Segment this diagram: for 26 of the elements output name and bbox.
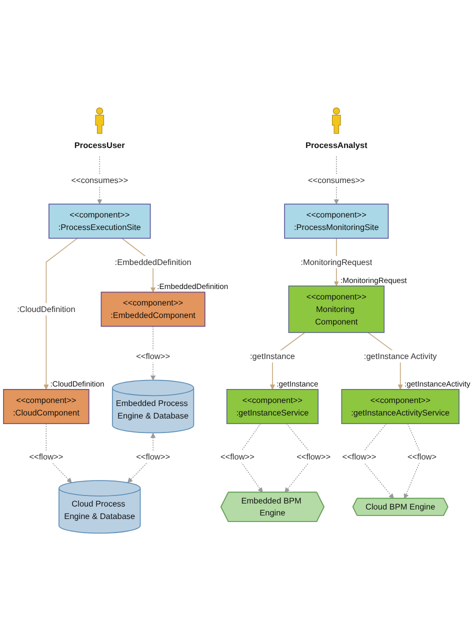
edge-label: <<consumes>>	[308, 175, 365, 185]
edge-label: <<consumes>>	[71, 175, 128, 185]
edge-label: <<flow>	[407, 452, 437, 462]
node-box: <<component>> :CloudComponent	[3, 389, 90, 424]
edge-label: <<flow>>	[29, 452, 64, 462]
node-box: <<component>> :getInstanceService	[226, 389, 319, 424]
arrow	[404, 423, 422, 499]
edge-label: :getInstance Activity	[364, 351, 437, 361]
node-box: <<component>> :EmbeddedComponent	[100, 292, 206, 327]
edge-label: <<flow>>	[342, 452, 376, 462]
edge-label: :EmbeddedDefinition	[114, 257, 192, 267]
edge-label: <<flow>>	[136, 452, 170, 462]
node-box: <<component>> :getInstanceActivityService	[341, 389, 460, 424]
node-text: ProcessUser	[74, 140, 125, 150]
edge-label: :getInstance	[250, 351, 295, 361]
edge-label: <<flow>>	[296, 452, 331, 462]
arrow	[46, 423, 72, 483]
node-box: <<component>> :ProcessMonitoringSite	[284, 204, 389, 239]
arrow	[44, 238, 78, 390]
node-box: <<component>> Monitoring Component	[288, 286, 385, 333]
node-box: <<component>> :ProcessExecutionSite	[48, 204, 151, 239]
node-text: ProcessAnalyst	[305, 140, 368, 150]
edge-label: <<flow>>	[136, 351, 170, 361]
edge-label: :CloudDefinition	[17, 304, 76, 314]
edge-label: <<flow>>	[220, 452, 254, 462]
edge-label: :MonitoringRequest	[300, 257, 372, 267]
